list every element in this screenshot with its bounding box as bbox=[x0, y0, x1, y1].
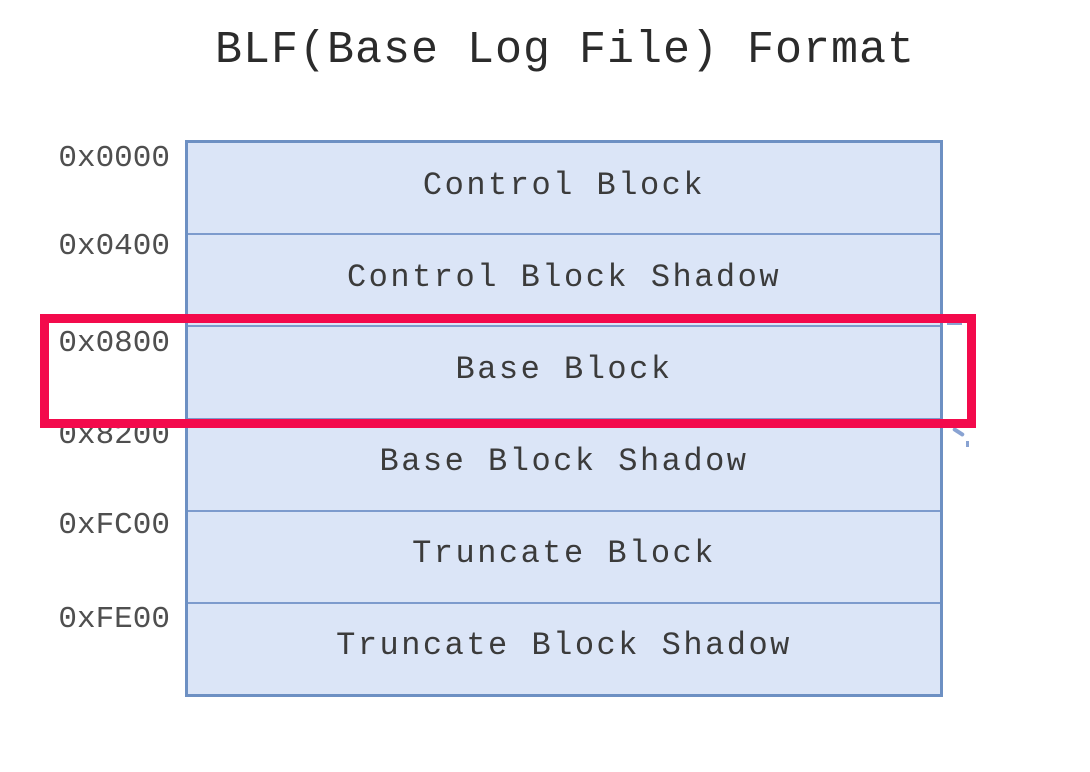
diagram-title: BLF(Base Log File) Format bbox=[214, 25, 916, 76]
block-label: Base Block bbox=[455, 350, 673, 388]
offset-label-0x0800: 0x0800 bbox=[58, 326, 170, 361]
block-label: Truncate Block bbox=[412, 535, 716, 573]
block-row-base-block-shadow: Base Block Shadow bbox=[188, 417, 940, 510]
block-row-base-block: Base Block bbox=[188, 325, 940, 417]
block-label: Base Block Shadow bbox=[379, 443, 749, 481]
artifact-mark bbox=[947, 322, 962, 325]
block-row-truncate-block-shadow: Truncate Block Shadow bbox=[188, 601, 940, 694]
offset-label-0xFE00: 0xFE00 bbox=[58, 602, 170, 637]
artifact-mark bbox=[951, 426, 966, 438]
offset-label-0xFC00: 0xFC00 bbox=[58, 508, 170, 543]
offset-label-0x0000: 0x0000 bbox=[58, 141, 170, 176]
block-row-truncate-block: Truncate Block bbox=[188, 509, 940, 602]
highlight-rectangle bbox=[40, 314, 976, 428]
block-label: Control Block bbox=[422, 166, 706, 204]
block-label: Truncate Block Shadow bbox=[336, 627, 792, 665]
offset-label-0x0400: 0x0400 bbox=[58, 229, 170, 264]
block-row-control-block-shadow: Control Block Shadow bbox=[188, 233, 940, 325]
block-label: Control Block Shadow bbox=[346, 258, 782, 296]
memory-block-stack: Control Block Control Block Shadow Base … bbox=[185, 140, 943, 697]
artifact-mark bbox=[966, 441, 969, 447]
block-row-control-block: Control Block bbox=[188, 143, 940, 233]
